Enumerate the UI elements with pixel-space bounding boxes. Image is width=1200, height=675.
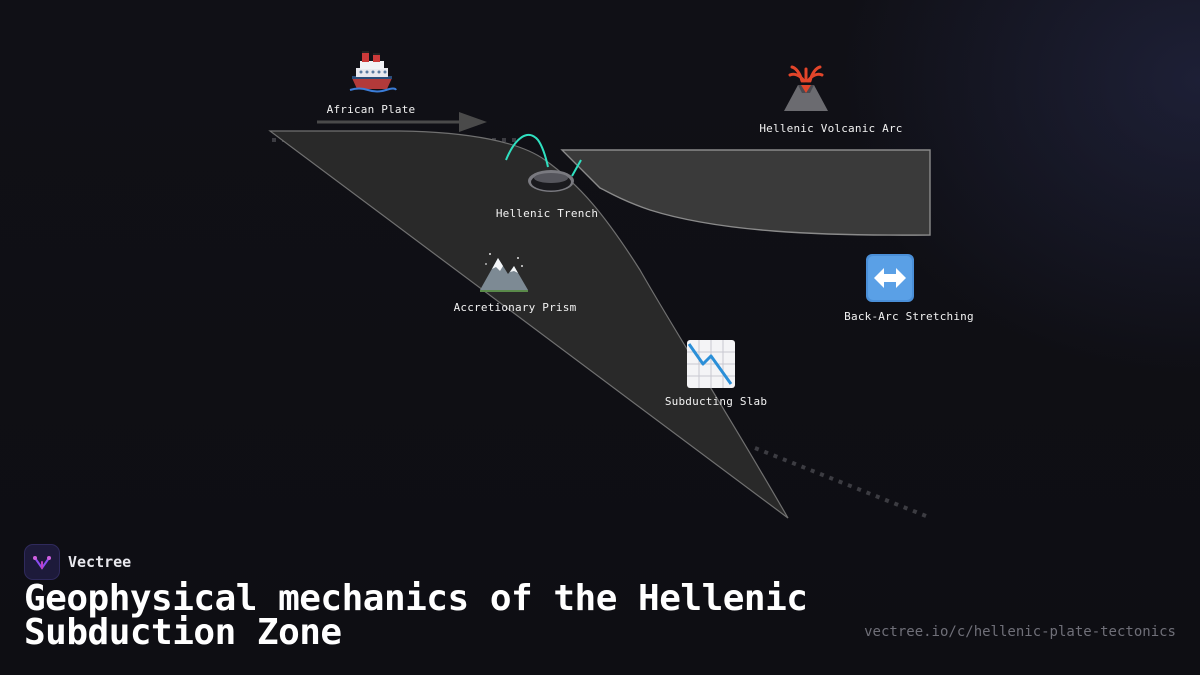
hellenic-volcanic-arc-label: Hellenic Volcanic Arc <box>759 122 903 135</box>
brand: Vectree <box>24 544 131 580</box>
trench-accent-arc-right <box>571 159 582 177</box>
chart-decreasing-icon <box>687 340 735 388</box>
ship-icon <box>349 51 397 93</box>
african-plate-label: African Plate <box>326 103 416 116</box>
accretionary-prism-label: Accretionary Prism <box>453 301 577 314</box>
vectree-logo-icon <box>24 544 60 580</box>
hellenic-trench-label: Hellenic Trench <box>495 207 599 220</box>
subducting-plate <box>268 130 789 519</box>
volcano-icon <box>784 65 828 111</box>
trench-accent-arc-left <box>505 133 549 168</box>
back-arc-stretching-label: Back-Arc Stretching <box>844 310 974 323</box>
slab-extension-dotted-line <box>754 446 927 518</box>
overriding-plate <box>560 149 931 236</box>
page-title: Geophysical mechanics of the Hellenic Su… <box>24 578 808 653</box>
brand-name: Vectree <box>68 553 132 571</box>
mountain-icon <box>480 253 528 292</box>
source-url[interactable]: vectree.io/c/hellenic-plate-tectonics <box>864 624 1176 640</box>
subducting-slab-label: Subducting Slab <box>664 395 768 408</box>
trench-hole-icon <box>528 170 574 192</box>
left-right-arrow-icon <box>866 254 914 302</box>
convergence-arrow-head <box>459 112 487 132</box>
